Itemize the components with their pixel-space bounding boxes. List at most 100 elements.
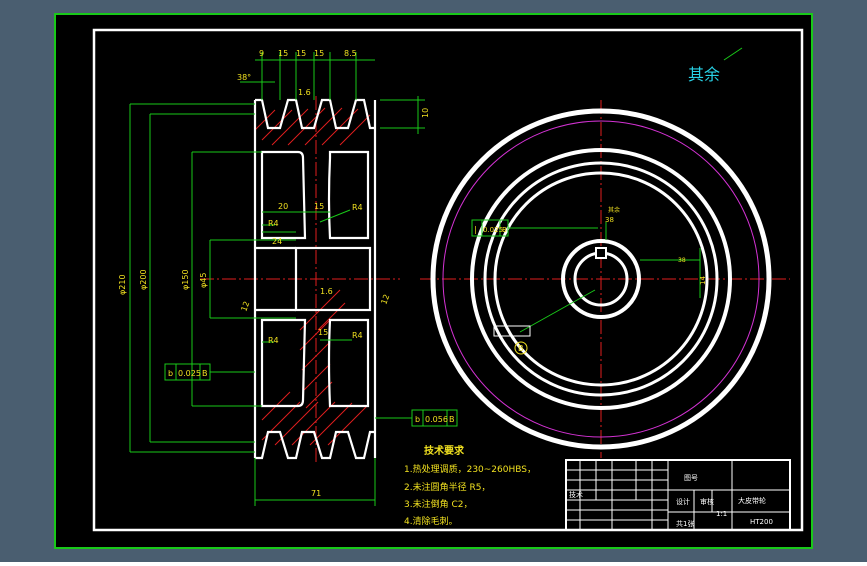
datum-box: [493, 325, 531, 337]
tolerance-symbol: b: [415, 415, 420, 424]
radius-1: R4: [352, 203, 363, 212]
note-3: 3.未注倒角 C2，: [404, 498, 472, 510]
pitch-circle: [442, 120, 760, 438]
tolerance-datum-right: B: [502, 226, 507, 234]
tb-designer: 设计: [676, 497, 690, 506]
web-inner-circle: [493, 171, 709, 387]
note-1: 1.热处理调质，230~260HBS，: [404, 463, 536, 475]
section-dimension-texts: 9 15 15 15 8.5 38° 1.6 10 φ210 φ200 φ150…: [118, 49, 430, 498]
leader-line: [519, 289, 596, 333]
roughness-top: 1.6: [298, 88, 311, 97]
title-block-border: [565, 459, 791, 531]
web-dim-1: 20: [278, 202, 288, 211]
groove-depth: 10: [421, 108, 430, 118]
hatch-line: [317, 302, 346, 331]
title-block-texts: 图号 大皮带轮 HT200 设计 审核 1:1 共1张 技术: [569, 474, 773, 528]
chamfer-2: 12: [379, 293, 391, 306]
outer-rim-circle: [430, 108, 772, 450]
dim-d200: φ200: [139, 269, 148, 290]
tb-part-name: 大皮带轮: [738, 496, 766, 505]
drawing-frame: [92, 28, 804, 532]
front-leaders: [508, 47, 743, 333]
web-outer-circle: [483, 161, 719, 397]
datum-letter: B: [518, 344, 524, 353]
tolerance-symbol: b: [168, 369, 173, 378]
roughness-leader: [723, 47, 743, 61]
keyway-tolerance-label: 其余: [608, 206, 620, 214]
section-outline: [253, 98, 377, 460]
tolerance-box: [471, 219, 509, 237]
hub-circle: [561, 239, 641, 319]
chamfer-3: 15: [318, 328, 328, 337]
chamfer-1: 12: [239, 300, 251, 313]
hatch-line: [303, 363, 331, 391]
surface-note: 其余: [688, 65, 720, 84]
section-dimension-lines: [129, 52, 425, 506]
hatch-line: [271, 108, 309, 146]
keyway-dim-2: 14: [699, 276, 707, 285]
notes-title: 技术要求: [424, 444, 465, 457]
web-dim-2: 15: [314, 202, 324, 211]
tolerance-datum-left: B: [202, 369, 208, 378]
tolerance-symbol: |: [474, 225, 477, 234]
dim-top-5: 8.5: [344, 49, 357, 58]
tb-material: HT200: [750, 518, 773, 526]
hatch-line: [304, 107, 343, 146]
tolerance-frame-left: b 0.025 B: [164, 363, 211, 381]
radius-3: R4: [352, 331, 363, 340]
hatch-line: [254, 109, 276, 131]
hatch-line: [339, 114, 371, 146]
technical-requirements: 技术要求 1.热处理调质，230~260HBS， 2.未注圆角半径 R5， 3.…: [404, 444, 536, 527]
hatch-line: [261, 109, 293, 141]
tb-scale: 1:1: [716, 510, 727, 518]
dim-top-2: 15: [278, 49, 288, 58]
dim-top-4: 15: [314, 49, 324, 58]
tb-unit: 技术: [569, 490, 583, 499]
dim-top-1: 9: [259, 49, 264, 58]
tolerance-value-right: 0.025: [483, 226, 503, 234]
angle-top: 38°: [237, 73, 251, 82]
note-2: 2.未注圆角半径 R5，: [404, 481, 490, 493]
note-4: 4.清除毛刺。: [404, 515, 458, 527]
hatch-line: [309, 402, 353, 446]
inner-rim-circle: [470, 148, 732, 410]
tolerance-datum-bottom: B: [449, 415, 455, 424]
sheet-border: [54, 13, 813, 549]
lower-left-cavity: [260, 318, 307, 408]
tolerance-value-bottom: 0.056: [425, 415, 448, 424]
hatch-line: [291, 401, 336, 446]
width-dim: 71: [311, 489, 321, 498]
tb-sheet: 共1张: [676, 519, 694, 528]
tb-checker: 审核: [700, 497, 714, 506]
top-groove-profile: [255, 98, 375, 130]
dim-d210: φ210: [118, 274, 127, 295]
radius-leader: [319, 209, 351, 223]
datum-circle: [514, 341, 528, 355]
radius-4: R4: [268, 336, 279, 345]
bottom-groove-profile: [255, 430, 375, 460]
front-view: | 0.025 B B 38 14 其余 38 其余: [420, 47, 790, 458]
tolerance-value-left: 0.025: [178, 369, 201, 378]
bore-note: 38: [678, 257, 686, 264]
hatch-line: [305, 381, 333, 409]
keyway-dim-1: 38: [605, 216, 614, 224]
section-view: 9 15 15 15 8.5 38° 1.6 10 φ210 φ200 φ150…: [118, 49, 458, 506]
dim-d150: φ150: [181, 269, 190, 290]
hatch-line: [301, 341, 331, 371]
title-block: [565, 459, 791, 531]
dim-d45: φ45: [199, 273, 208, 288]
hub-bore: [294, 246, 372, 312]
upper-right-cavity: [327, 150, 370, 240]
tolerance-frame-right: | 0.025 B: [471, 219, 509, 237]
tolerance-frame-bottom: b 0.056 B: [411, 409, 458, 427]
radius-2: R4: [268, 219, 279, 228]
dim-top-3: 15: [296, 49, 306, 58]
web-dim-3: 24: [272, 237, 282, 246]
roughness-bore: 1.6: [320, 287, 333, 296]
datum-marker: B: [493, 325, 531, 355]
lower-right-cavity: [327, 318, 370, 408]
tolerance-box: [411, 409, 458, 427]
upper-left-cavity: [260, 150, 307, 240]
